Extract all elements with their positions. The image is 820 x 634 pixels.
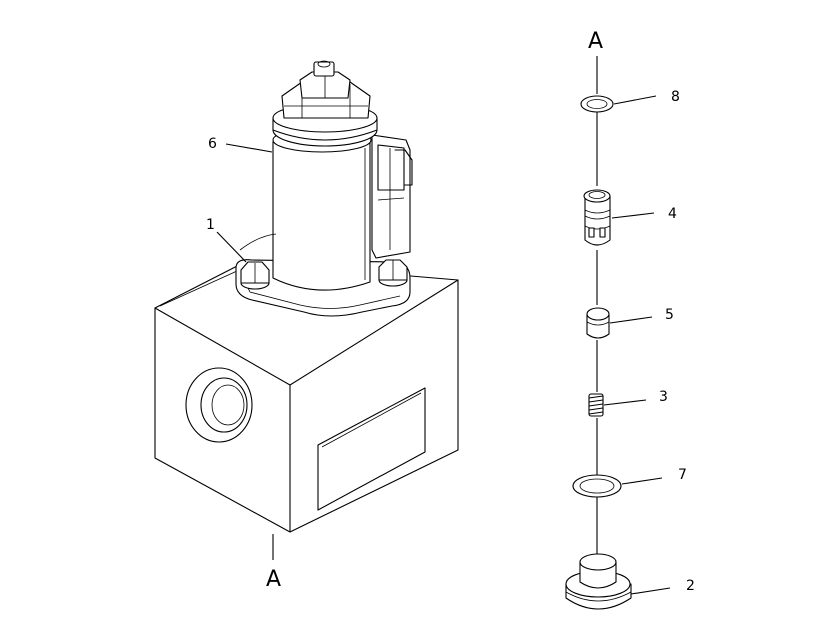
callout-2: 2: [686, 578, 695, 594]
leader-6: [225, 143, 273, 153]
leader-3: [603, 399, 647, 406]
callout-1: 1: [206, 217, 215, 233]
part-4-valve-cartridge: [583, 189, 611, 246]
callout-5: 5: [665, 307, 674, 323]
coil-retaining-nut: [272, 60, 378, 147]
leader-4: [611, 212, 655, 219]
leader-8: [613, 95, 657, 105]
valve-body-port: [185, 367, 253, 443]
exploded-cartridge-stack: A: [565, 29, 671, 610]
axis-label-top: A: [588, 29, 603, 54]
valve-body-assembly: A: [154, 60, 459, 592]
leader-7: [621, 477, 663, 485]
flange-bolt-left: [240, 261, 270, 290]
part-2-end-plug: [565, 553, 632, 610]
leader-5: [609, 316, 653, 324]
leader-2: [630, 587, 671, 595]
callout-8: 8: [671, 89, 680, 105]
flange-bolt-right: [378, 259, 408, 287]
leader-1-curve: [239, 233, 277, 251]
part-8-o-ring-small: [580, 95, 614, 113]
part-7-o-ring-large: [572, 474, 622, 498]
part-3-spring: [588, 393, 604, 417]
solenoid-connector: [371, 134, 413, 259]
leader-1: [216, 231, 247, 263]
part-5-spool: [586, 307, 610, 339]
callout-3: 3: [659, 389, 668, 405]
callout-4: 4: [668, 206, 677, 222]
valve-body-nameplate: [317, 387, 426, 511]
axis-label-bottom: A: [266, 567, 281, 592]
solenoid-coil: [272, 127, 372, 291]
callout-7: 7: [678, 467, 687, 483]
callout-6: 6: [208, 136, 217, 152]
